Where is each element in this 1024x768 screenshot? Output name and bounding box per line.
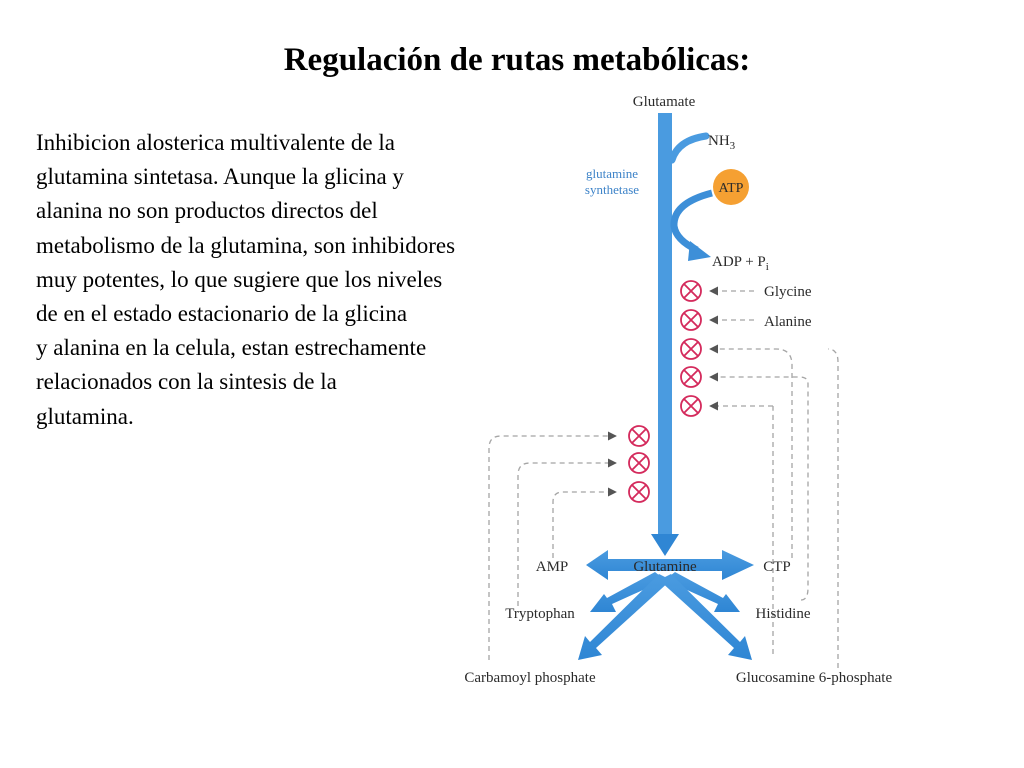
- carbamoyl-phosphate-label: Carbamoyl phosphate: [464, 670, 596, 686]
- inhibition-icon: [680, 338, 702, 360]
- glucosamine-6-phosphate-label: Glucosamine 6-phosphate: [736, 670, 893, 686]
- enzyme-label-line1: glutamine: [586, 166, 638, 181]
- body-text: Inhibicion alosterica multivalente de la…: [36, 126, 566, 434]
- feedback-line-histidine: [709, 372, 809, 601]
- feedback-lines: [488, 286, 839, 668]
- fan-horizontal: [586, 550, 754, 580]
- glycine-label: Glycine: [764, 284, 812, 300]
- feedback-line-amp: [552, 487, 617, 558]
- product-fan: [578, 550, 754, 660]
- fan-carbamoyl: [578, 574, 671, 660]
- fan-glucosamine: [659, 574, 752, 660]
- body-line: de en el estado estacionario de la glici…: [36, 301, 408, 327]
- atp-curve-arrowhead: [688, 241, 711, 261]
- inhibition-icon: [680, 366, 702, 388]
- inhibition-icon: [628, 481, 650, 503]
- pathway-trunk: [651, 113, 679, 556]
- trunk-arrowhead: [651, 534, 679, 556]
- fan-histidine: [665, 572, 740, 612]
- body-line: metabolismo de la glutamina, son inhibid…: [36, 232, 456, 258]
- fan-tryptophan: [590, 572, 665, 612]
- body-line: glutamina sintetasa. Aunque la glicina y: [36, 164, 404, 190]
- inhibition-markers: [628, 280, 702, 503]
- atp-badge: ATP: [713, 169, 749, 205]
- body-line: Inhibicion alosterica multivalente de la: [36, 130, 395, 155]
- nh3-arrow: [668, 132, 710, 164]
- nh3-label: NH3: [708, 133, 736, 152]
- enzyme-label-line2: synthetase: [585, 182, 639, 197]
- body-line: y alanina en la celula, estan estrechame…: [36, 335, 427, 361]
- feedback-line-glucosamine: [827, 348, 839, 668]
- feedback-line-tryptophan: [517, 458, 617, 606]
- adp-main: ADP + P: [712, 254, 766, 270]
- inhibition-icon: [628, 425, 650, 447]
- adp-sub: i: [766, 261, 769, 273]
- body-line: alanina no son productos directos del: [36, 198, 378, 224]
- ctp-label: CTP: [763, 559, 791, 575]
- body-line: muy potentes, lo que sugiere que los niv…: [36, 266, 443, 292]
- amp-label: AMP: [536, 559, 569, 575]
- inhibition-icon: [680, 309, 702, 331]
- adp-pi-label: ADP + Pi: [712, 254, 769, 273]
- glutamine-label: Glutamine: [633, 559, 697, 575]
- body-line: relacionados con la sintesis de la: [36, 369, 337, 395]
- body-line: glutamina.: [36, 403, 134, 429]
- atp-curve: [670, 189, 713, 254]
- atp-label: ATP: [719, 181, 744, 196]
- inhibition-icon: [680, 395, 702, 417]
- histidine-label: Histidine: [756, 606, 811, 622]
- nh3-sub: 3: [730, 140, 736, 152]
- slide-title: Regulación de rutas metabólicas:: [283, 42, 751, 78]
- nh3-main: NH: [708, 133, 730, 149]
- tryptophan-label: Tryptophan: [505, 606, 575, 622]
- glutamate-label: Glutamate: [633, 94, 696, 110]
- inhibition-icon: [680, 280, 702, 302]
- feedback-line-ctp: [709, 344, 793, 558]
- inhibition-icon: [628, 452, 650, 474]
- alanine-label: Alanine: [764, 314, 812, 330]
